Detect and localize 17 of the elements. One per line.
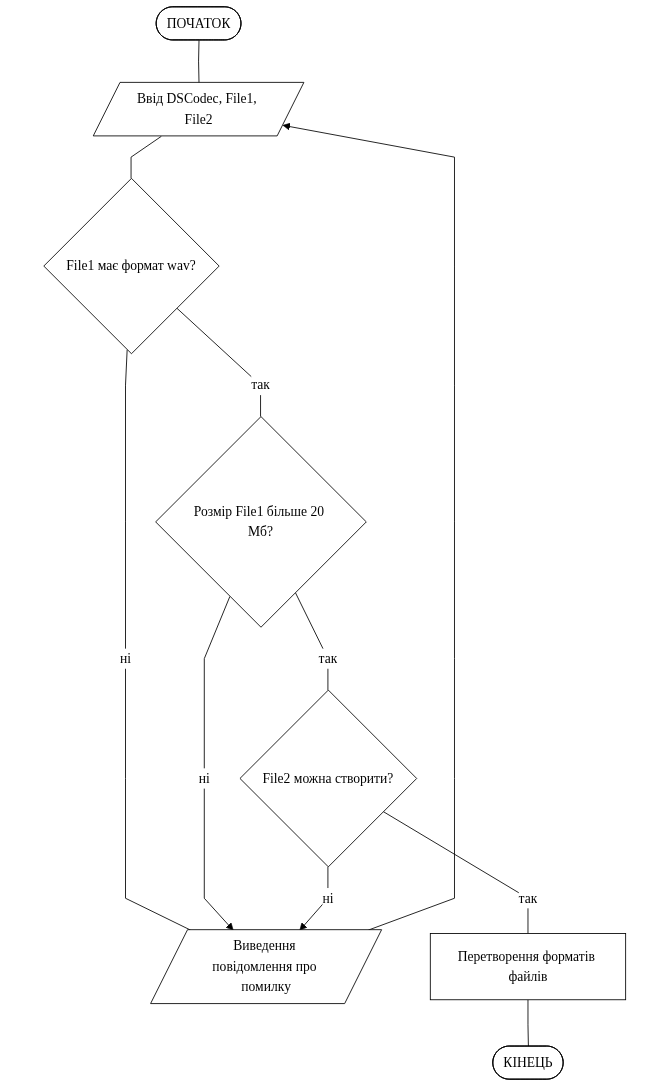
connector [176, 307, 262, 417]
connector [198, 39, 200, 84]
connector [527, 999, 530, 1047]
edge-label: ні [322, 890, 334, 906]
edge-label: так [518, 890, 538, 906]
node-box: Перетворення форматів файлів [430, 933, 627, 1001]
edge-label: ні [199, 770, 211, 786]
node-diamond: Розмір File1 більше 20 Мб? [155, 416, 367, 628]
node-diamond: File1 має формат wav? [43, 177, 220, 355]
connector [130, 135, 163, 179]
edge-label: так [318, 651, 338, 666]
edge-label: ні [120, 651, 132, 666]
connector [295, 592, 329, 691]
connector [125, 349, 192, 931]
edge-label: так [251, 377, 271, 392]
connector [383, 811, 529, 934]
node-diamond: File2 можна створити? [239, 689, 418, 868]
